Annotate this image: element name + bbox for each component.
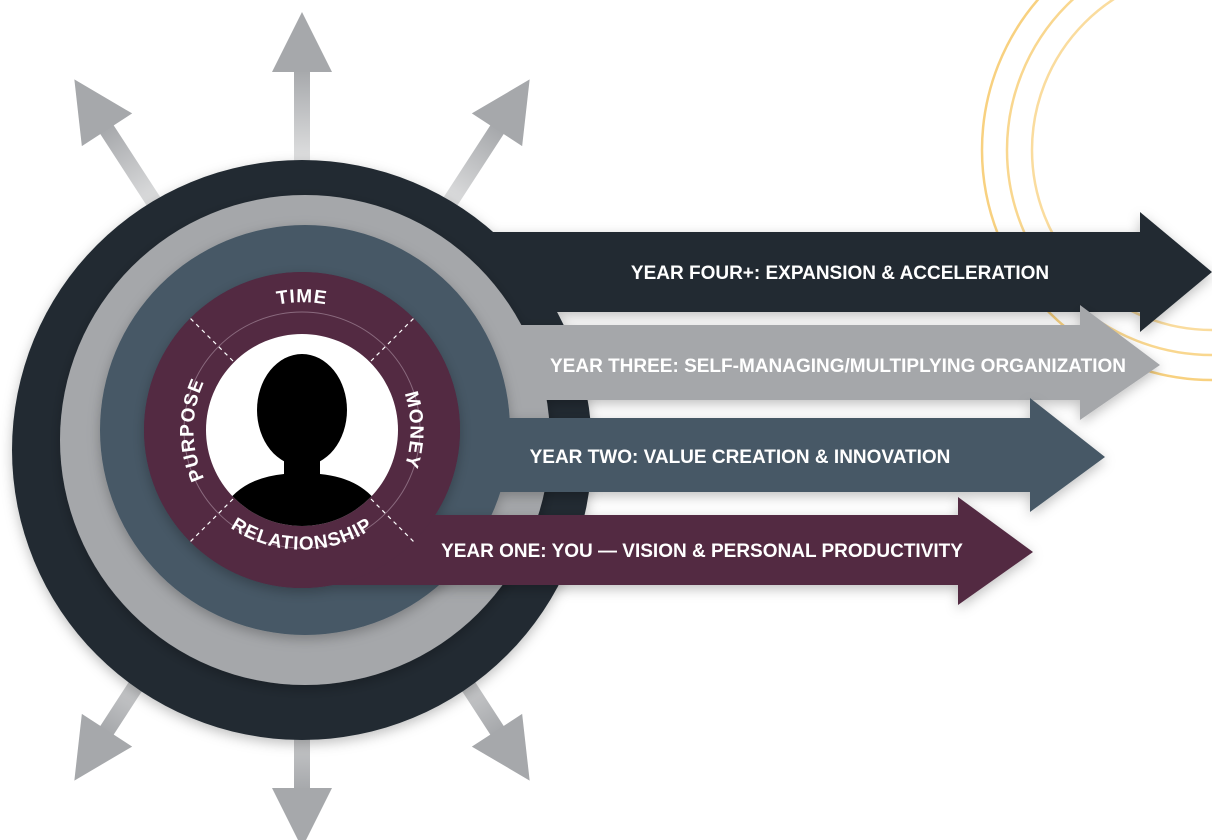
- year-three-arrow: [460, 305, 1160, 420]
- segment-label-time: TIME: [275, 286, 329, 309]
- segment-divider: [370, 317, 415, 362]
- year-two-arrow: [440, 398, 1105, 512]
- center-segments: [183, 311, 421, 549]
- segment-divider: [189, 498, 234, 543]
- accent-arc: [1005, 0, 1212, 357]
- accent-arc: [1030, 0, 1212, 332]
- segment-divider: [370, 498, 415, 543]
- outward-arrow-icon: [272, 12, 332, 190]
- year-four-label: YEAR FOUR+: EXPANSION & ACCELERATION: [631, 263, 1049, 284]
- year-one-arrow: [320, 497, 1033, 605]
- year-two-label: YEAR TWO: VALUE CREATION & INNOVATION: [530, 447, 951, 468]
- year-one-label: YEAR ONE: YOU — VISION & PERSONAL PRODUC…: [441, 541, 963, 562]
- accent-arc: [980, 0, 1212, 382]
- segment-divider: [189, 317, 234, 362]
- year-four-arrow: [440, 212, 1212, 332]
- year-three-label: YEAR THREE: SELF-MANAGING/MULTIPLYING OR…: [550, 356, 1126, 377]
- accent-arcs: [980, 0, 1212, 382]
